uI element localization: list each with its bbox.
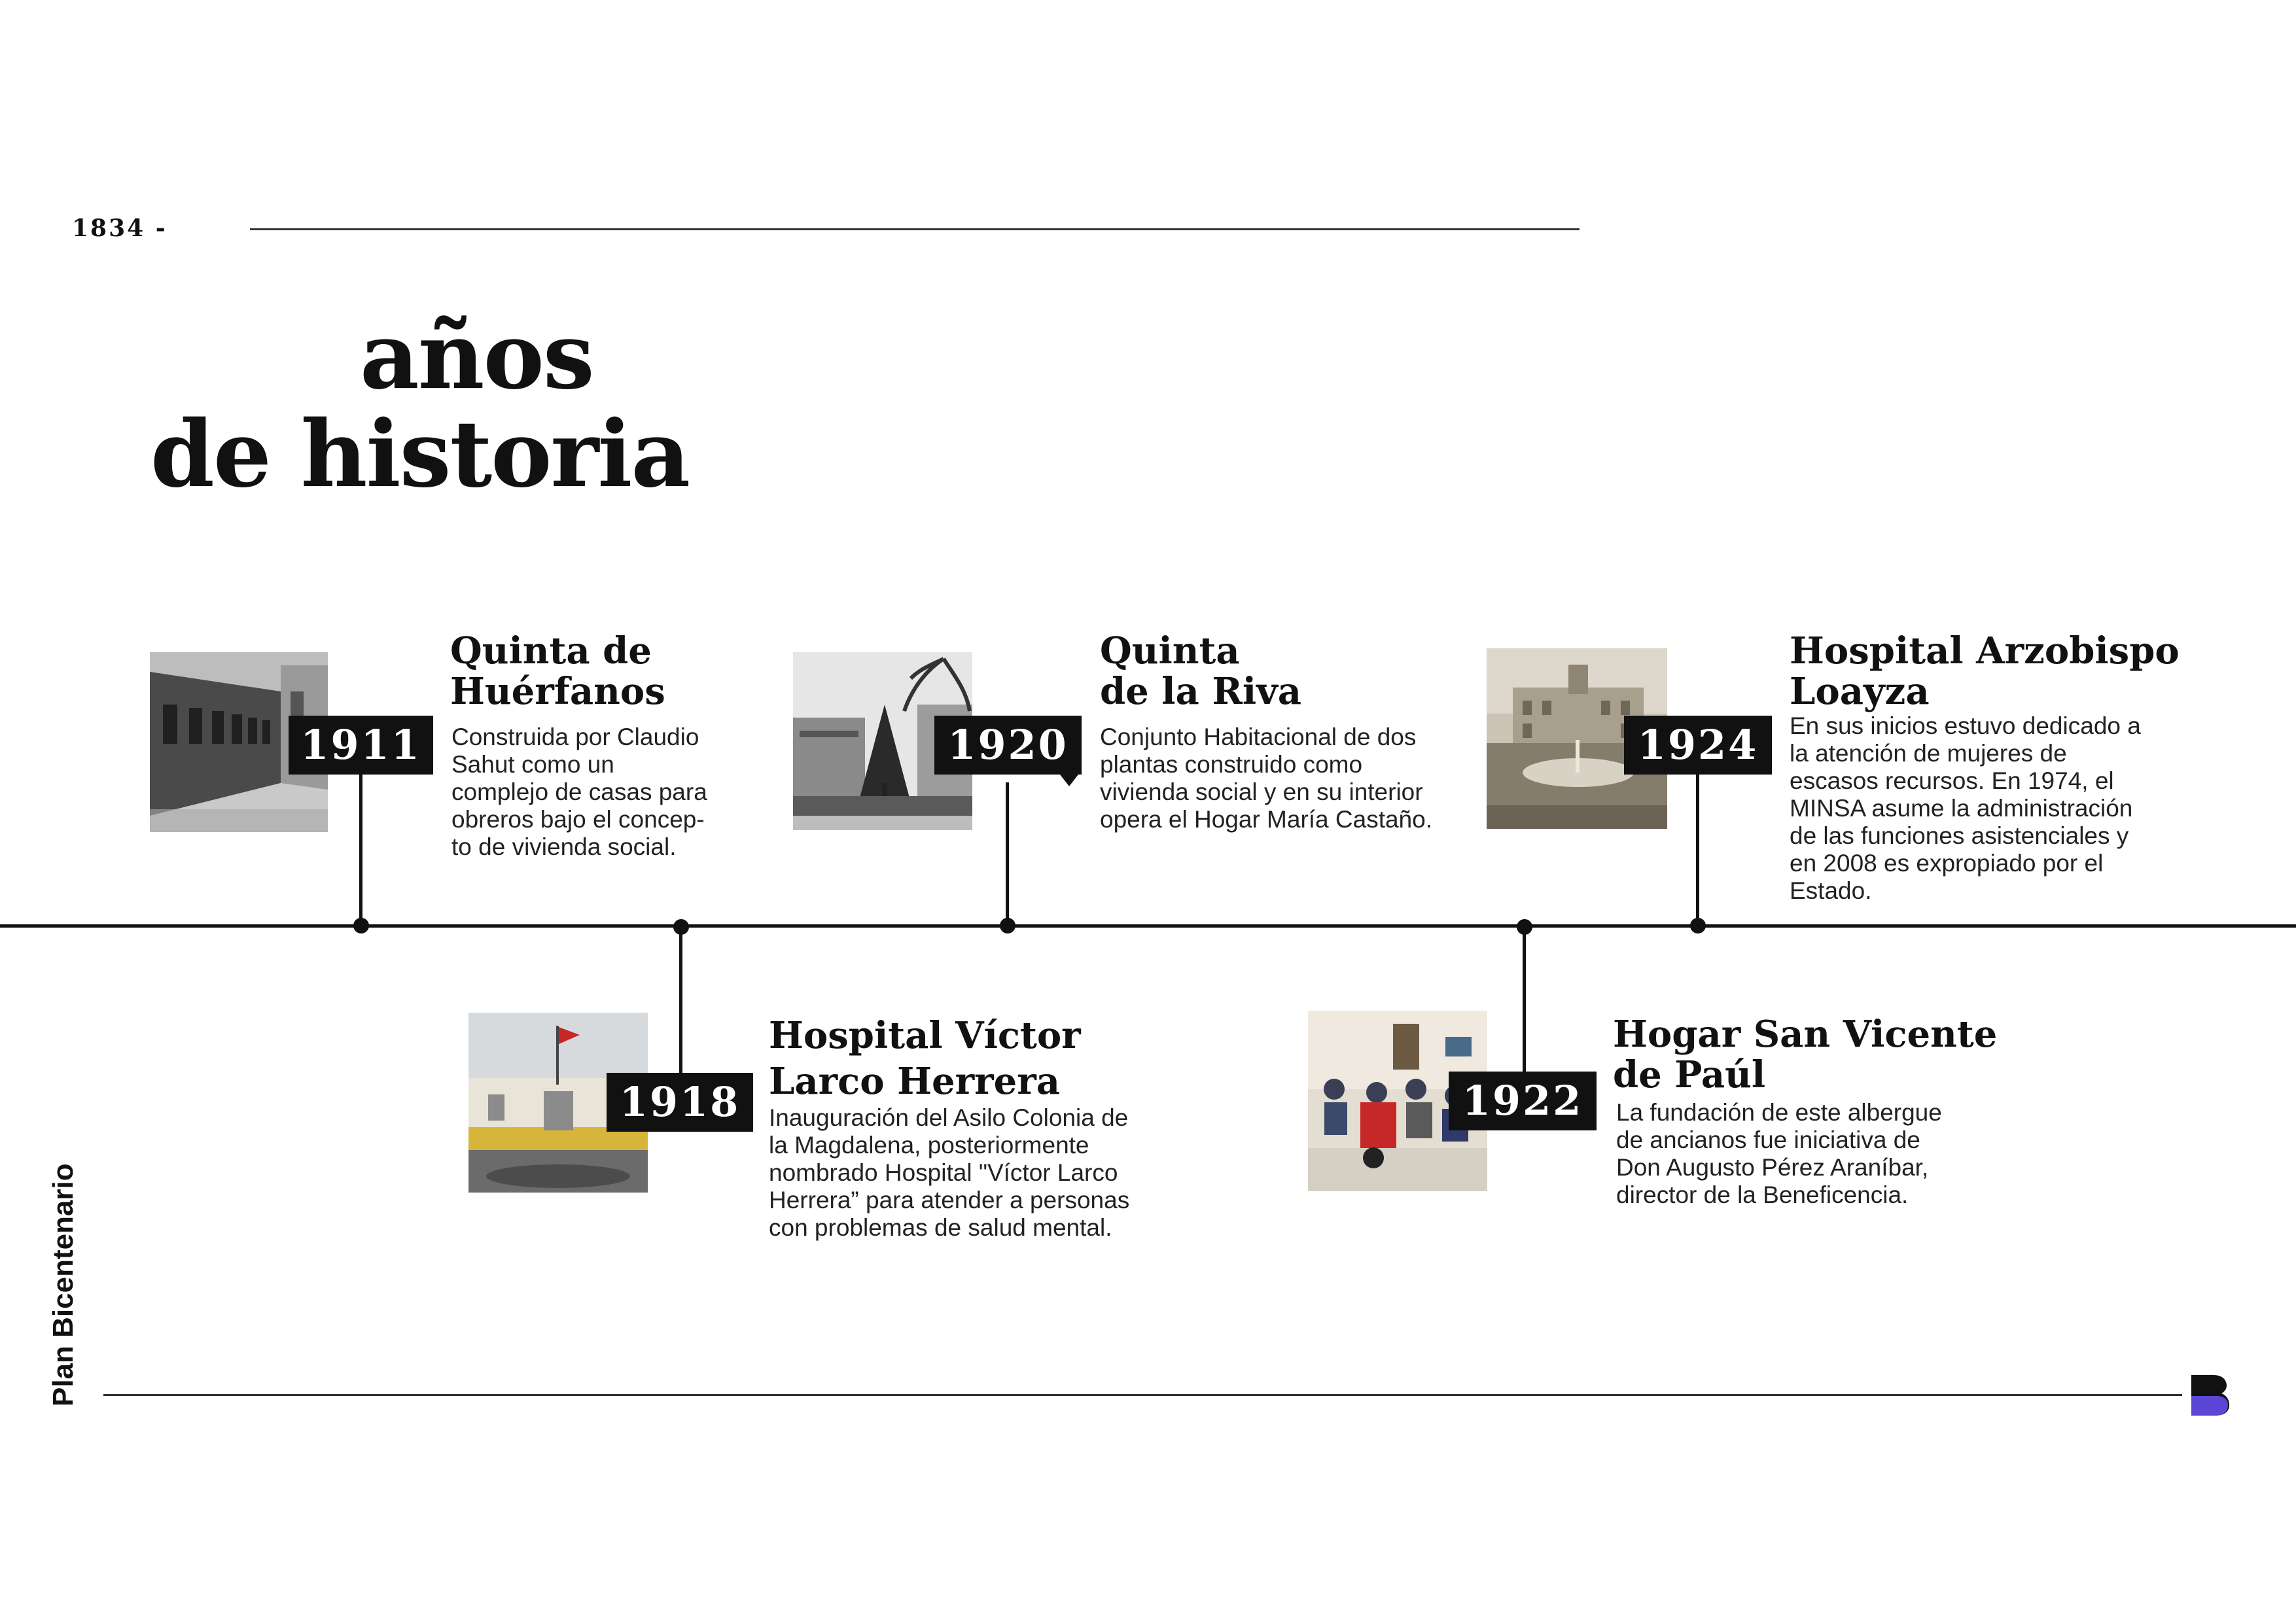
timeline-stem-1920 — [1006, 782, 1009, 926]
event-desc-1924-line: En sus inicios estuvo dedicado a — [1790, 712, 2141, 739]
event-desc-1911-line: to de vivienda social. — [451, 833, 677, 860]
event-desc-1924-line: MINSA asume la administración — [1790, 795, 2133, 822]
event-title-1911-line-1: Quinta de — [450, 629, 652, 672]
timeline-stem-1924 — [1696, 775, 1699, 926]
event-desc-1924-line: Estado. — [1790, 877, 1872, 904]
event-title-1918: Hospital Víctor Larco Herrera — [769, 1013, 1081, 1104]
event-title-1920-line-1: Quinta — [1100, 629, 1240, 672]
event-desc-1924-line: la atención de mujeres de — [1790, 740, 2067, 767]
event-desc-1918-line: Inauguración del Asilo Colonia de — [769, 1104, 1129, 1131]
event-title-1911-line-2: Huérfanos — [450, 670, 665, 713]
event-desc-1924: En sus inicios estuvo dedicado a la aten… — [1790, 712, 2141, 905]
year-range-start: 1834 - — [72, 215, 168, 242]
page-title-line-2: de historia — [150, 401, 690, 508]
event-desc-1918-line: con problemas de salud mental. — [769, 1214, 1112, 1241]
timeline-node-1920 — [1000, 918, 1016, 934]
event-title-1924-line-1: Hospital Arzobispo — [1790, 629, 2180, 672]
year-badge-1920-pointer — [1060, 775, 1078, 786]
event-desc-1922-line: La fundación de este albergue — [1616, 1099, 1942, 1126]
event-title-1918-line-1: Hospital Víctor — [769, 1014, 1081, 1057]
event-title-1920: Quinta de la Riva — [1100, 631, 1301, 712]
timeline-stem-1922 — [1523, 925, 1526, 1077]
event-desc-1922-line: director de la Beneficencia. — [1616, 1181, 1909, 1208]
year-badge-1920: 1920 — [934, 716, 1082, 775]
event-title-1922: Hogar San Vicente de Paúl — [1613, 1014, 1997, 1095]
event-desc-1911-line: Sahut como un — [451, 751, 614, 778]
event-title-1922-line-1: Hogar San Vicente — [1613, 1013, 1998, 1056]
page-title: años de historia — [150, 303, 690, 508]
event-desc-1920-line: plantas construido como — [1100, 751, 1363, 778]
event-title-1911: Quinta de Huérfanos — [450, 631, 665, 712]
year-badge-1918: 1918 — [607, 1073, 753, 1132]
timeline-axis — [0, 924, 2296, 928]
event-title-1922-line-2: de Paúl — [1613, 1053, 1766, 1096]
event-desc-1918-line: nombrado Hospital "Víctor Larco — [769, 1159, 1118, 1186]
event-title-1924: Hospital Arzobispo Loayza — [1790, 631, 2180, 712]
event-desc-1924-line: en 2008 es expropiado por el — [1790, 850, 2104, 877]
year-badge-1922: 1922 — [1449, 1072, 1597, 1130]
event-desc-1920-line: Conjunto Habitacional de dos — [1100, 724, 1417, 750]
photo-quinta-riva — [793, 652, 972, 830]
event-desc-1911-line: Construida por Claudio — [451, 724, 699, 750]
event-desc-1920: Conjunto Habitacional de dos plantas con… — [1100, 724, 1432, 833]
sidebar-brand-label: Plan Bicentenario — [47, 1163, 79, 1406]
year-badge-1924: 1924 — [1624, 716, 1772, 775]
event-desc-1911-line: obreros bajo el concep- — [451, 806, 705, 833]
event-desc-1920-line: vivienda social y en su interior — [1100, 778, 1423, 805]
event-desc-1922-line: Don Augusto Pérez Araníbar, — [1616, 1154, 1929, 1181]
top-divider — [250, 228, 1580, 230]
event-desc-1920-line: opera el Hogar María Castaño. — [1100, 806, 1432, 833]
event-desc-1922: La fundación de este albergue de anciano… — [1616, 1099, 1942, 1209]
event-title-1924-line-2: Loayza — [1790, 670, 1930, 713]
event-desc-1918: Inauguración del Asilo Colonia de la Mag… — [769, 1104, 1129, 1242]
timeline-stem-1911 — [359, 775, 362, 926]
timeline-node-1911 — [353, 918, 369, 934]
timeline-node-1924 — [1690, 918, 1706, 934]
event-title-1920-line-2: de la Riva — [1100, 670, 1301, 713]
bottom-divider — [103, 1394, 2182, 1396]
event-title-1918-line-2: Larco Herrera — [769, 1060, 1061, 1103]
page-title-line-1: años — [360, 303, 595, 410]
event-desc-1918-line: Herrera” para atender a personas — [769, 1187, 1130, 1213]
event-desc-1922-line: de ancianos fue iniciativa de — [1616, 1126, 1920, 1153]
event-desc-1911: Construida por Claudio Sahut como un com… — [451, 724, 707, 861]
brand-b-logo-icon — [2189, 1374, 2232, 1417]
event-desc-1918-line: la Magdalena, posteriormente — [769, 1132, 1089, 1159]
timeline-stem-1918 — [679, 925, 682, 1077]
event-desc-1924-line: escasos recursos. En 1974, el — [1790, 767, 2114, 794]
event-desc-1911-line: complejo de casas para — [451, 778, 707, 805]
event-desc-1924-line: de las funciones asistenciales y — [1790, 822, 2129, 849]
year-badge-1911: 1911 — [289, 716, 433, 775]
